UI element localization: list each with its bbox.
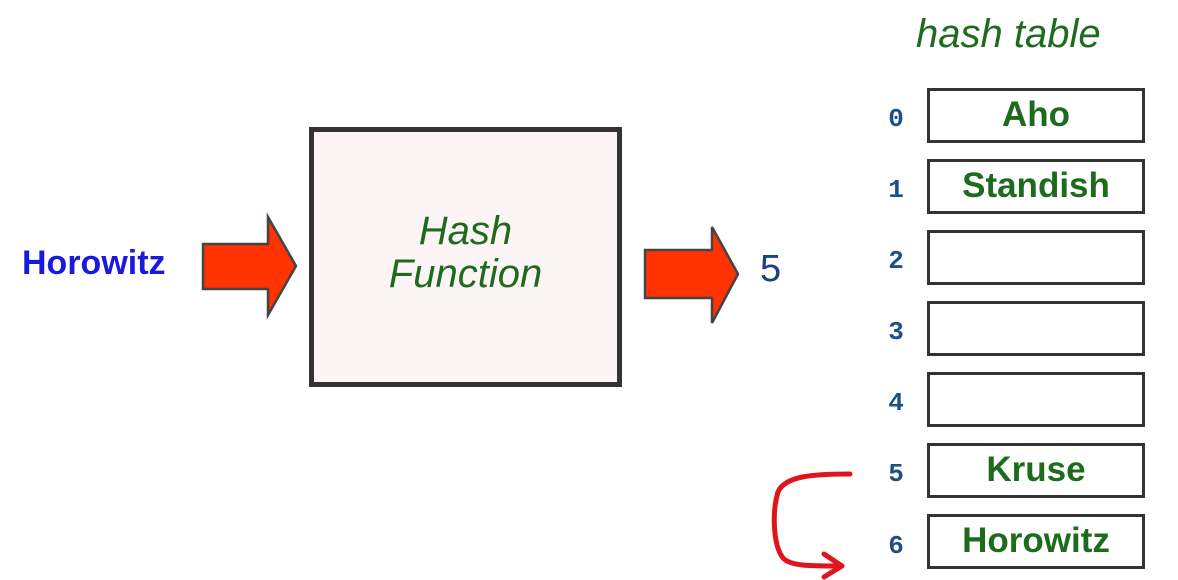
- slot-value-6: Horowitz: [962, 520, 1110, 560]
- input-key-label: Horowitz: [22, 244, 166, 282]
- slot-cell-6: Horowitz: [927, 514, 1145, 569]
- slot-value-5: Kruse: [986, 449, 1086, 489]
- probe-arrow-head: [821, 551, 845, 580]
- input-arrow: [201, 212, 298, 320]
- slot-cell-0: Aho: [927, 88, 1145, 143]
- slot-index-5: 5: [888, 459, 904, 489]
- slot-cell-1: Standish: [927, 159, 1145, 214]
- probe-arrow: [771, 471, 853, 569]
- hash-output-value: 5: [760, 248, 782, 290]
- output-arrow: [643, 226, 740, 324]
- hash-table-title: hash table: [916, 12, 1101, 56]
- slot-cell-4: [927, 372, 1145, 427]
- hash-function-label-line1: Hash: [418, 209, 513, 253]
- slot-value-0: Aho: [1001, 94, 1071, 134]
- slot-index-0: 0: [888, 104, 904, 134]
- slot-cell-2: [927, 230, 1145, 285]
- hash-function-label: Hash Function: [314, 209, 617, 297]
- slot-index-4: 4: [888, 388, 904, 418]
- slot-index-3: 3: [888, 317, 904, 347]
- slot-index-2: 2: [888, 246, 904, 276]
- slot-cell-3: [927, 301, 1145, 356]
- slot-value-1: Standish: [962, 165, 1110, 205]
- hash-function-box: Hash Function: [309, 127, 622, 387]
- hash-function-label-line2: Function: [388, 252, 543, 297]
- slot-index-1: 1: [888, 175, 904, 205]
- slot-cell-5: Kruse: [927, 443, 1145, 498]
- slot-index-6: 6: [888, 531, 904, 561]
